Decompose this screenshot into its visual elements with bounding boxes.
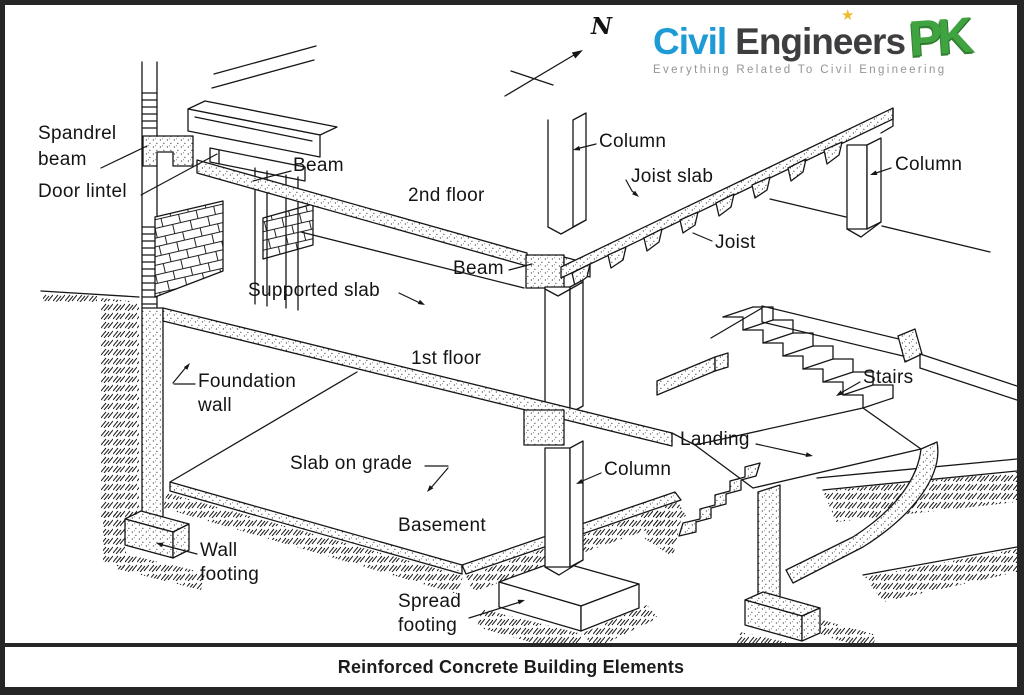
label-spandrel-beam: Spandrel xyxy=(38,123,117,144)
middle-column xyxy=(544,279,584,414)
label-spread-footing-2: footing xyxy=(398,615,458,636)
label-first-floor: 1st floor xyxy=(411,348,482,369)
building-cutaway-drawing xyxy=(40,45,1017,668)
caption-title: Reinforced Concrete Building Elements xyxy=(337,656,685,677)
north-letter: N xyxy=(591,13,613,40)
label-column-center: Column xyxy=(604,459,672,480)
basement-column xyxy=(544,440,584,576)
logo-engineers-text: Engineers xyxy=(735,21,906,62)
logo-tagline: Everything Related To Civil Engineering xyxy=(653,64,947,76)
label-second-floor: 2nd floor xyxy=(408,185,485,206)
label-foundation-wall-2: wall xyxy=(198,395,232,416)
left-wall xyxy=(141,45,317,309)
label-column-right: Column xyxy=(895,154,963,175)
label-joist: Joist xyxy=(715,232,756,253)
logo-pk-text: PK xyxy=(907,6,971,68)
right-column xyxy=(769,137,991,253)
label-column-top: Column xyxy=(599,131,667,152)
label-wall-footing-2: footing xyxy=(200,564,260,585)
civilengineers-pk-logo: Civil Engineers PK ★ Everything Related … xyxy=(653,6,1003,76)
basement-stair-band xyxy=(678,462,761,537)
label-slab-on-grade: Slab on grade xyxy=(290,453,413,474)
label-foundation-wall: Foundation xyxy=(198,371,297,392)
label-door-lintel: Door lintel xyxy=(38,181,127,202)
star-icon: ★ xyxy=(841,7,855,24)
label-supported-slab: Supported slab xyxy=(248,280,381,301)
label-beam-upper: Beam xyxy=(293,155,344,176)
label-landing: Landing xyxy=(680,429,750,450)
stairs-assembly xyxy=(656,305,1017,642)
door-and-lintel xyxy=(154,100,525,311)
label-basement: Basement xyxy=(398,515,486,536)
caption-bar: Reinforced Concrete Building Elements xyxy=(5,643,1017,687)
wall-footing-block xyxy=(124,510,190,559)
upper-column xyxy=(547,112,587,235)
second-floor-slab xyxy=(196,159,591,289)
label-stairs: Stairs xyxy=(863,367,914,388)
stair-wall-footing xyxy=(744,591,821,642)
north-arrow-icon xyxy=(504,50,583,97)
label-joist-slab: Joist slab xyxy=(631,166,714,187)
curved-retaining-wall xyxy=(785,441,939,584)
spandrel-beam-section xyxy=(142,135,194,167)
leader-lines xyxy=(100,143,892,619)
logo-civil-text: Civil xyxy=(653,21,727,62)
joist-slab xyxy=(560,107,894,287)
label-beam-mid: Beam xyxy=(453,258,504,279)
spread-footing-block xyxy=(498,560,640,632)
label-wall-footing: Wall xyxy=(200,540,238,561)
leader-arrowheads xyxy=(156,145,878,605)
first-floor-slab xyxy=(162,307,696,447)
label-spandrel-beam-2: beam xyxy=(38,149,87,170)
label-spread-footing: Spread xyxy=(398,591,462,612)
foundation-wall-section xyxy=(141,307,164,522)
